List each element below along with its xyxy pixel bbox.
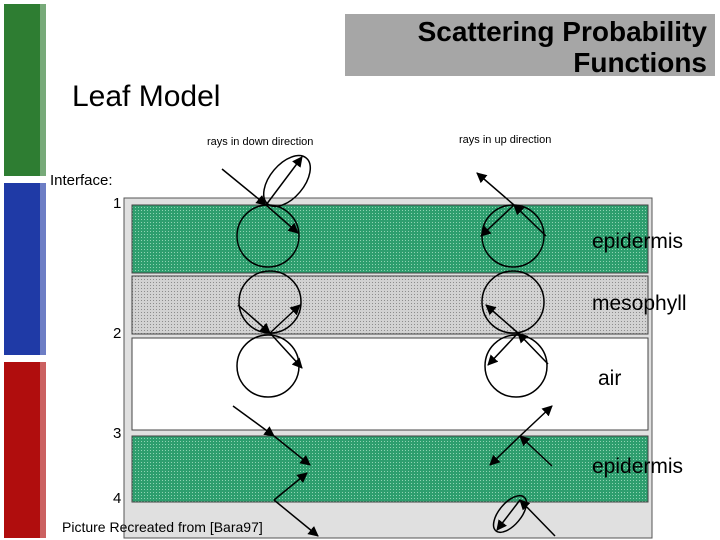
- down-ray-transmit-1: [265, 204, 299, 234]
- layer-epidermis-top: [131, 204, 649, 274]
- up-ray-reflect-1: [480, 204, 515, 237]
- up-ray-incident-2: [517, 332, 549, 365]
- interface-heading: Interface:: [50, 172, 113, 189]
- down-ray-incident-3: [232, 405, 275, 437]
- slide-subtitle: Leaf Model: [72, 80, 221, 113]
- interface-number-1: 1: [113, 195, 122, 212]
- up-ray-incident-1: [513, 204, 547, 237]
- layer-label-epidermis-top: epidermis: [592, 230, 684, 253]
- up-lobe-transmit-2: [481, 270, 545, 334]
- down-lobe-reflect-1: [262, 154, 312, 208]
- interface-number-4: 4: [113, 490, 122, 507]
- up-ray-scattering: [476, 172, 556, 537]
- layer-label-air: air: [598, 367, 622, 390]
- up-ray-reflect-2: [487, 332, 519, 366]
- up-ray-transmit-1: [476, 172, 515, 206]
- up-ray-incident-3: [519, 435, 553, 467]
- down-ray-reflect-2: [269, 304, 301, 334]
- up-ray-reflect-4: [496, 499, 521, 531]
- layer-label-mesophyll: mesophyll: [592, 292, 687, 315]
- sidebar-green-block: [4, 4, 46, 176]
- sidebar-red-block: [4, 362, 46, 538]
- layer-label-epidermis-bottom: epidermis: [592, 455, 684, 478]
- up-lobe-4: [492, 494, 528, 534]
- sidebar-blue-block: [4, 183, 46, 355]
- interface-number-2: 2: [113, 325, 122, 342]
- layer-air: [131, 337, 649, 431]
- down-ray-transmit-3: [273, 435, 311, 466]
- down-ray-incident-2: [237, 304, 271, 334]
- down-ray-reflect-4: [273, 472, 308, 501]
- down-lobe-transmit-1: [236, 204, 300, 268]
- layer-epidermis-bottom: [131, 435, 649, 503]
- up-ray-transmit-3: [519, 405, 553, 437]
- rays-up-label: rays in up direction: [459, 134, 552, 146]
- down-ray-scattering: [221, 154, 319, 537]
- down-ray-reflect-1: [265, 156, 303, 206]
- down-ray-transmit-4: [273, 499, 319, 537]
- up-ray-transmit-2: [485, 304, 519, 334]
- down-ray-incident-1: [221, 168, 267, 206]
- rays-down-label: rays in down direction: [207, 136, 314, 148]
- down-ray-transmit-2: [269, 332, 303, 369]
- up-ray-reflect-3: [489, 435, 521, 466]
- source-caption: Picture Recreated from [Bara97]: [62, 519, 263, 535]
- interface-number-3: 3: [113, 425, 122, 442]
- layer-mesophyll: [131, 275, 649, 335]
